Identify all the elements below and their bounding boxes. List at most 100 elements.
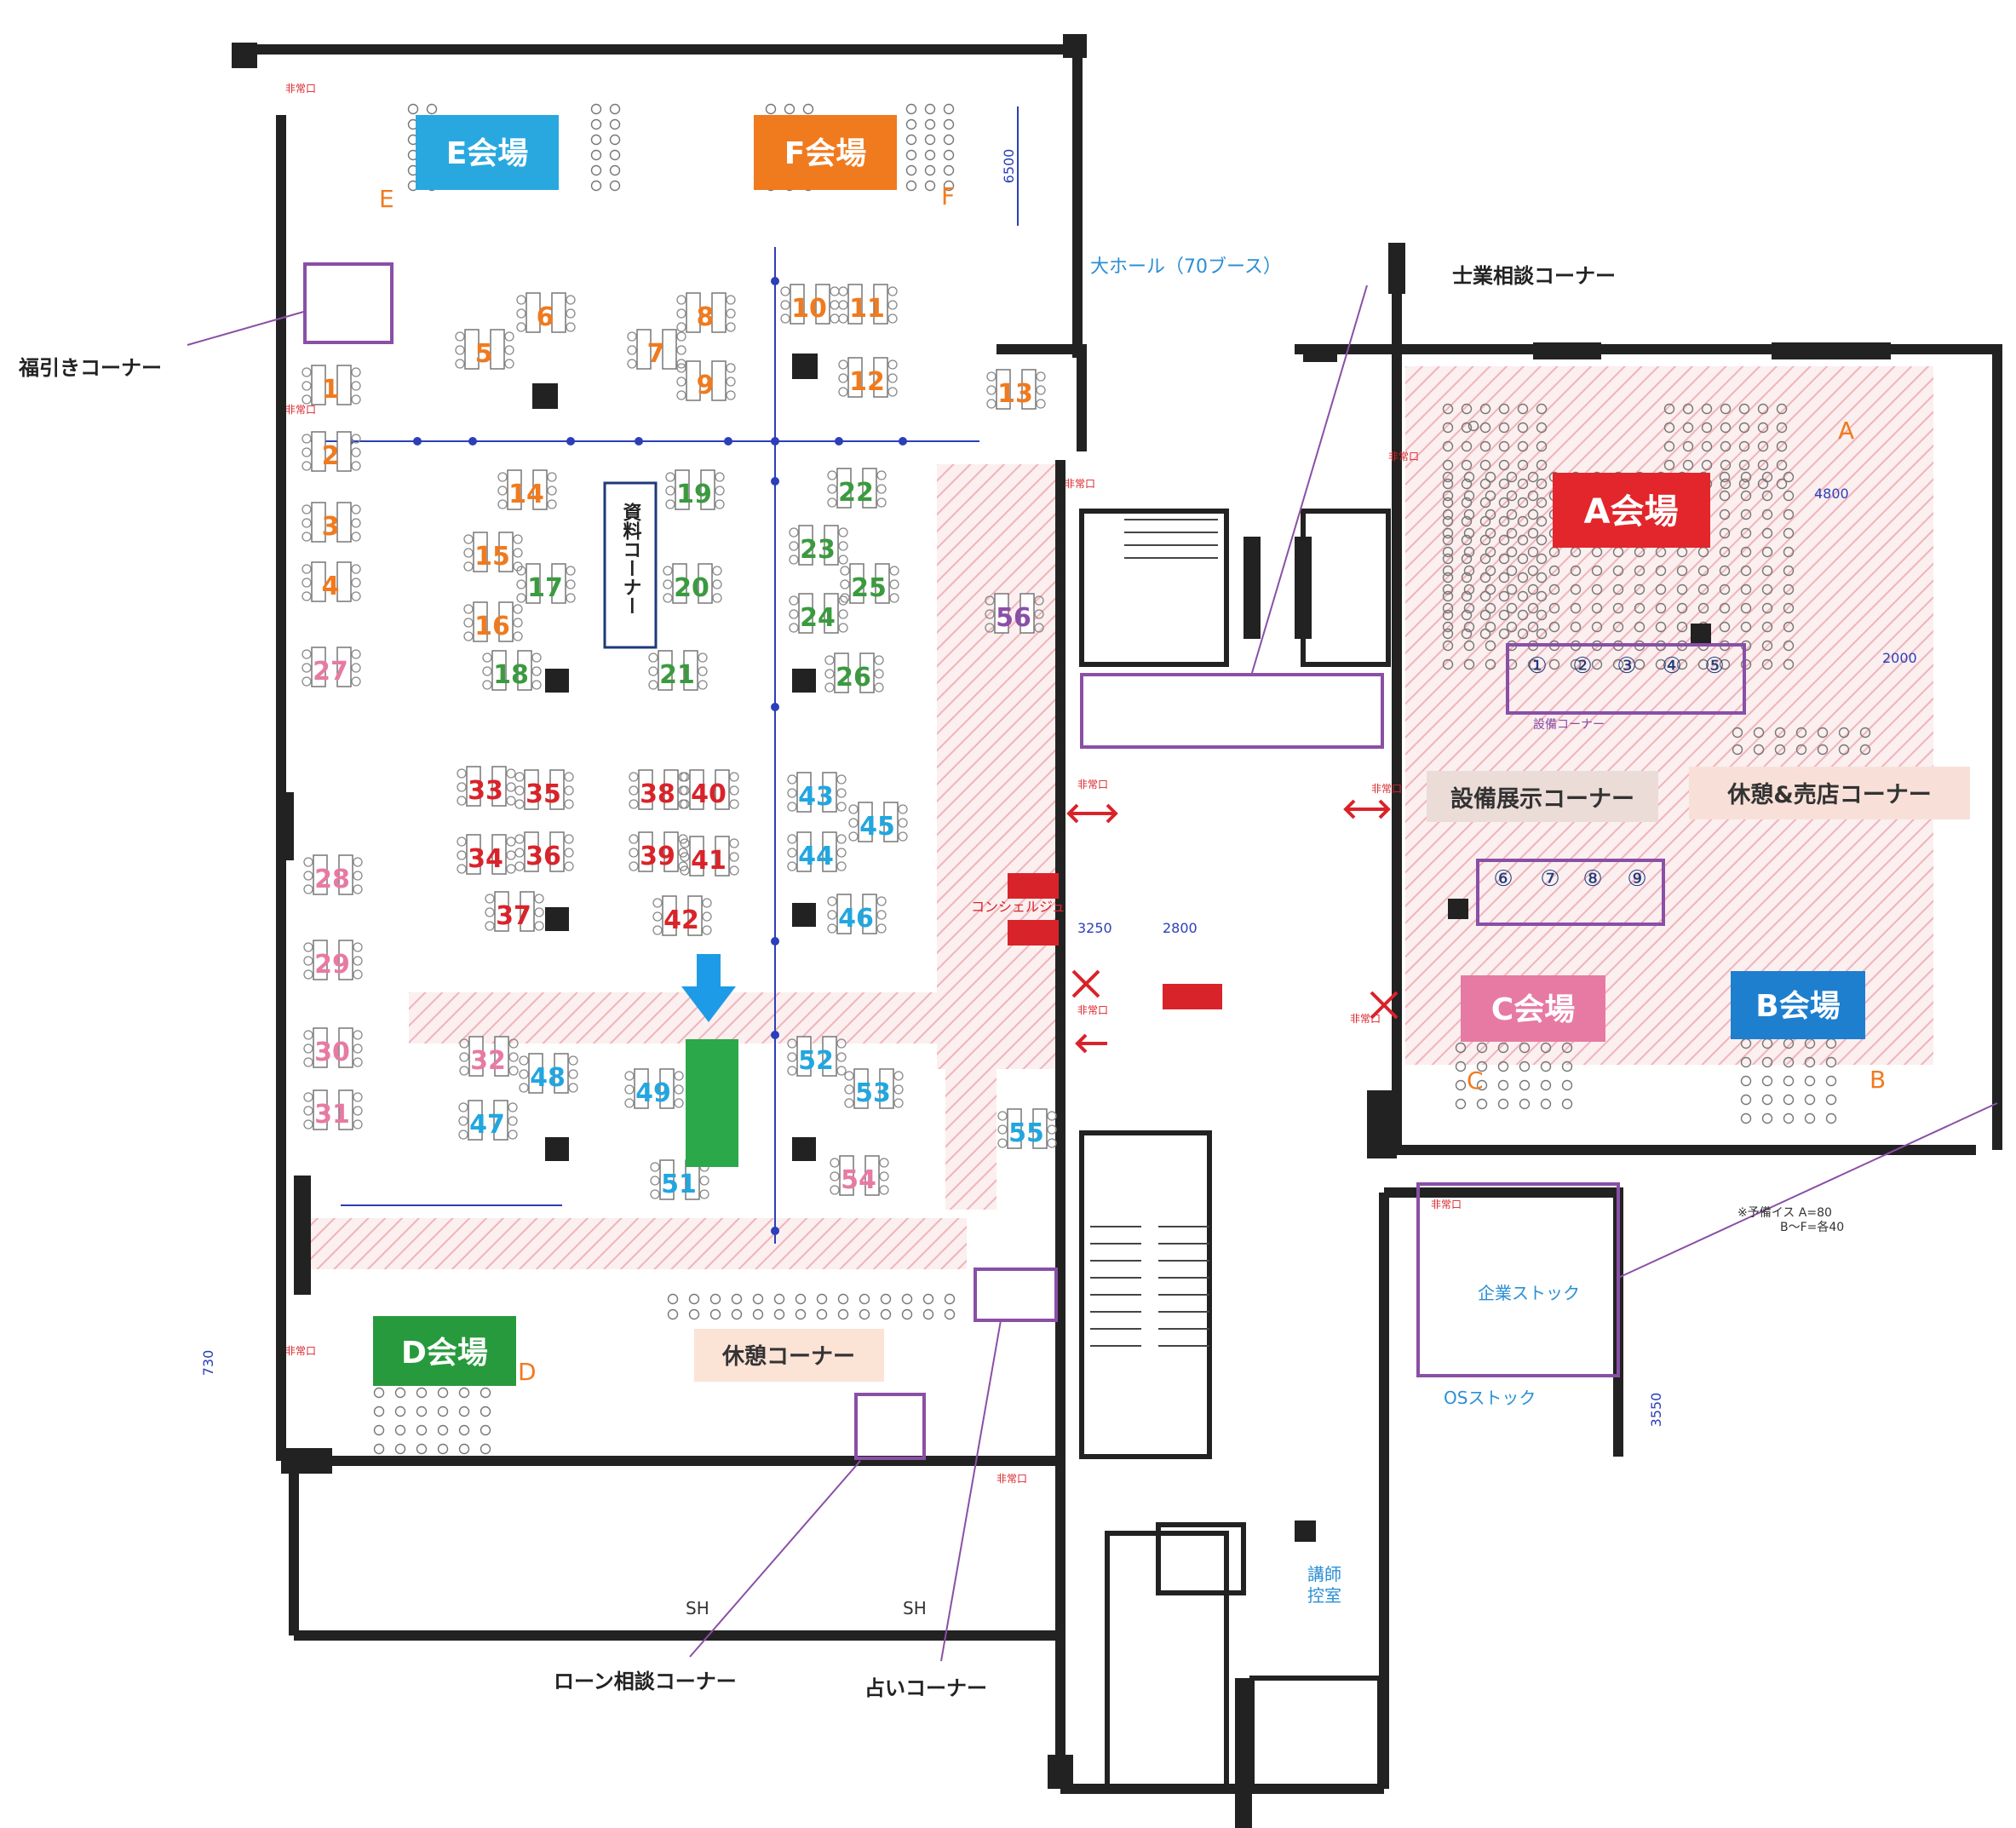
booth-table [997, 1108, 1057, 1149]
booth-number[interactable]: 6 [537, 302, 554, 332]
dim-4800: 4800 [1814, 486, 1849, 502]
booth-number[interactable]: 25 [851, 573, 887, 603]
koshi-label-2: 控室 [1307, 1585, 1341, 1606]
booth-number[interactable]: 1 [322, 375, 340, 405]
venue-B: B会場 B [1731, 971, 1886, 1094]
equipment-booth[interactable]: ⑧ [1582, 866, 1602, 892]
booth-number[interactable]: 20 [674, 573, 709, 603]
booth-number[interactable]: 29 [314, 950, 350, 980]
booth-number[interactable]: 28 [314, 865, 350, 894]
equipment-booth[interactable]: ① [1527, 653, 1547, 679]
booth-number[interactable]: 17 [527, 573, 563, 603]
dim-6500: 6500 [1001, 149, 1017, 184]
equipment-booth[interactable]: ⑨ [1627, 866, 1646, 892]
svg-text:E: E [379, 185, 394, 213]
booth-number[interactable]: 33 [468, 776, 503, 806]
booth-number[interactable]: 52 [798, 1046, 834, 1076]
booth-number[interactable]: 27 [313, 657, 348, 687]
booth-number[interactable]: 42 [663, 905, 699, 935]
booth-table [516, 292, 576, 333]
booth-table [302, 502, 361, 543]
booth-number[interactable]: 11 [849, 294, 885, 324]
equipment-booth[interactable]: ⑤ [1704, 653, 1724, 679]
booth-number[interactable]: 15 [474, 542, 510, 572]
booth-number[interactable]: 39 [640, 842, 675, 871]
booth-number[interactable]: 9 [697, 371, 715, 400]
dimension-text: 6500 4800 2000 3550 730 3250 2800 [200, 149, 1917, 1428]
booth-number[interactable]: 19 [676, 480, 712, 509]
booth-number[interactable]: 2 [322, 441, 340, 471]
booth-number[interactable]: 41 [691, 846, 727, 876]
booth-number[interactable]: 49 [635, 1078, 671, 1108]
booth-number[interactable]: 4 [322, 572, 340, 601]
equipment-booth[interactable]: ② [1572, 653, 1592, 679]
svg-text:C: C [1467, 1066, 1484, 1095]
booth-number[interactable]: 53 [855, 1078, 891, 1108]
booth-number[interactable]: 48 [530, 1063, 566, 1093]
booth-number[interactable]: 37 [496, 901, 531, 931]
booth-number[interactable]: 30 [314, 1038, 350, 1067]
booth-table [485, 891, 544, 932]
booth-number[interactable]: 5 [475, 339, 493, 369]
exit-labels: 非常口 非常口 非常口 非常口 非常口 非常口 非常口 非常口 非常口 非常口 … [285, 83, 1462, 1485]
chair-grid [373, 1387, 491, 1455]
venue-C: C会場 C [1461, 975, 1605, 1095]
booth-number[interactable]: 26 [836, 663, 871, 693]
booth-number[interactable]: 16 [474, 612, 510, 641]
booth-table [302, 365, 361, 405]
reserve-chairs-1: ※予備イス A=80 [1737, 1206, 1832, 1220]
setsubi-corner-label: 設備展示コーナー [1450, 785, 1634, 813]
booth-number[interactable]: 38 [640, 779, 675, 809]
booth-number[interactable]: 18 [493, 660, 529, 690]
booth-number[interactable]: 22 [838, 478, 874, 508]
booth-table [838, 284, 898, 325]
booth-number[interactable]: 44 [798, 842, 834, 871]
equipment-booth[interactable]: ⑦ [1540, 866, 1559, 892]
booth-table [827, 468, 887, 509]
setsubi-corner-pill: 設備展示コーナー [1427, 771, 1658, 822]
booth-number[interactable]: 10 [791, 294, 827, 324]
concierge-counters [1008, 873, 1222, 1009]
booth-table [848, 802, 908, 842]
booth-tables [302, 284, 1057, 1200]
booth-number[interactable]: 36 [526, 842, 561, 871]
booth-number[interactable]: 46 [838, 904, 874, 934]
booth-number[interactable]: 40 [691, 779, 727, 809]
booth-number[interactable]: 56 [996, 603, 1031, 633]
chair-grid [1663, 403, 1788, 490]
svg-text:B: B [1870, 1066, 1886, 1094]
booth-number[interactable]: 7 [647, 339, 665, 369]
booth-number[interactable]: 21 [659, 660, 695, 690]
booth-number[interactable]: 43 [798, 782, 834, 812]
booth-table [627, 329, 686, 370]
stair-core [1079, 509, 1391, 1791]
booth-number[interactable]: 51 [661, 1170, 697, 1199]
booth-number[interactable]: 35 [526, 779, 561, 809]
svg-text:非常口: 非常口 [285, 1345, 316, 1357]
booth-number[interactable]: 32 [470, 1046, 506, 1076]
svg-text:非常口: 非常口 [1077, 779, 1108, 790]
booth-number[interactable]: 24 [800, 603, 836, 633]
booth-number[interactable]: 12 [849, 367, 885, 397]
booth-number[interactable]: 34 [468, 844, 503, 874]
svg-text:非常口: 非常口 [997, 1473, 1027, 1485]
booth-number[interactable]: 47 [469, 1110, 505, 1140]
equipment-booth[interactable]: ③ [1617, 653, 1636, 679]
equipment-booth[interactable]: ⑥ [1493, 866, 1513, 892]
booth-number[interactable]: 55 [1008, 1118, 1044, 1148]
booth-number[interactable]: 23 [800, 535, 836, 565]
booth-number[interactable]: 13 [997, 379, 1033, 409]
booth-number[interactable]: 45 [859, 812, 895, 842]
booth-table [482, 650, 542, 691]
svg-text:非常口: 非常口 [1371, 783, 1402, 795]
booth-number[interactable]: 54 [841, 1165, 876, 1195]
booth-number[interactable]: 3 [322, 512, 340, 542]
booth-number[interactable]: 31 [314, 1100, 350, 1130]
booth-number[interactable]: 8 [697, 302, 715, 332]
equipment-booth[interactable]: ④ [1662, 653, 1681, 679]
booth-number[interactable]: 14 [508, 480, 544, 509]
booth-table [629, 769, 688, 810]
